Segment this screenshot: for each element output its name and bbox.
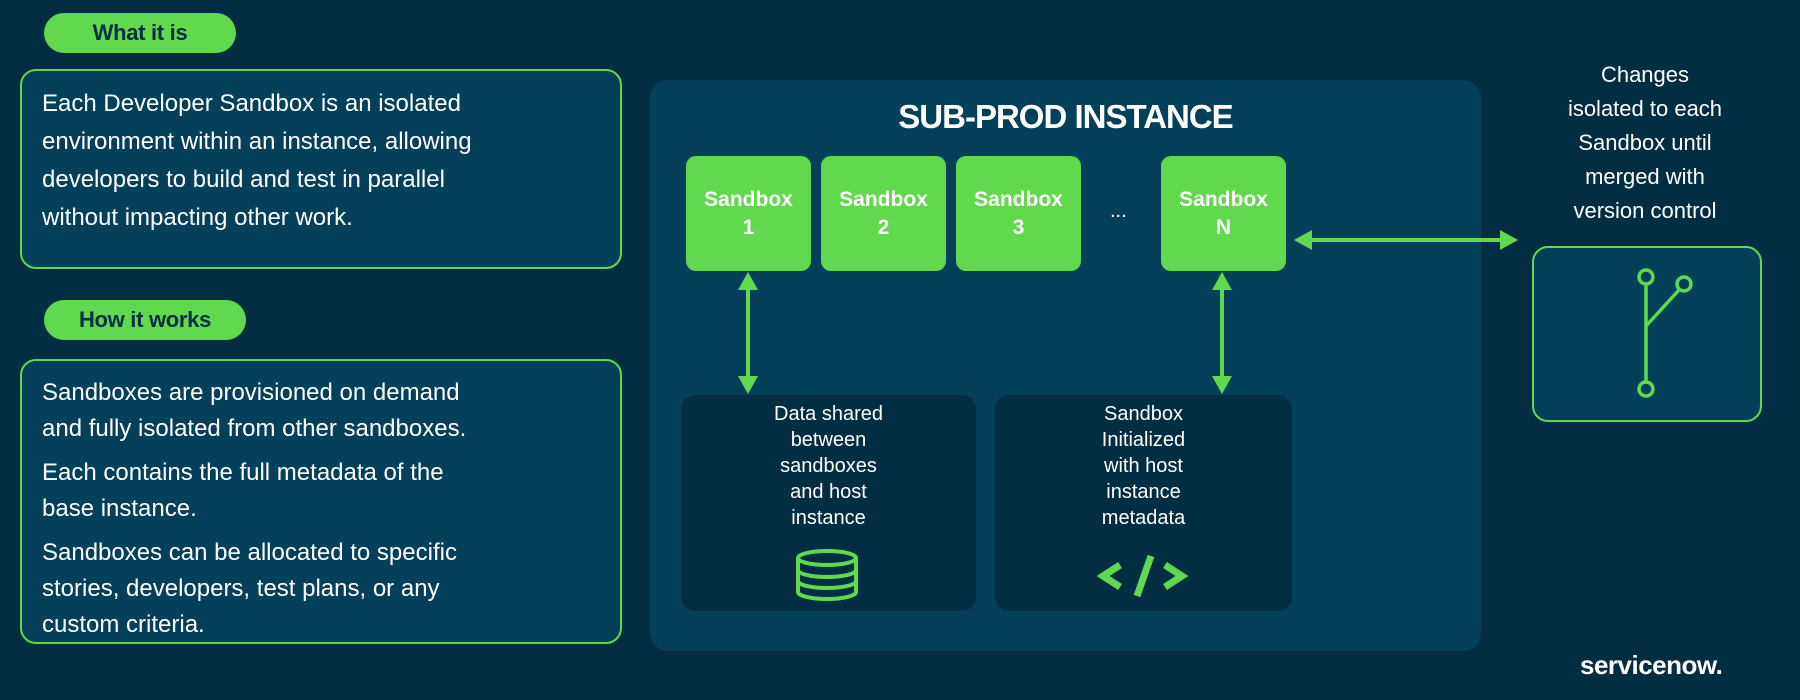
initialized-line-2: Initialized (1101, 429, 1186, 451)
data-shared-line-3: sandboxes (780, 455, 877, 477)
code-icon (1096, 554, 1189, 598)
what-it-is-label: What it is (44, 13, 236, 53)
data-shared-line-4: and host (790, 481, 867, 503)
what-it-is-box: Each Developer Sandbox is an isolated en… (20, 69, 622, 269)
data-shared-line-1: Data shared (774, 403, 883, 425)
note-line-1: Changes (1600, 62, 1690, 87)
arrow-sandboxn-initialized (1212, 272, 1232, 394)
sandbox-1: Sandbox 1 (686, 156, 811, 271)
how-point-2: Each contains the full metadata of the b… (42, 459, 444, 522)
note-line-4: merged with (1585, 164, 1705, 189)
sandbox-2-number: 2 (877, 215, 890, 239)
note-line-2: isolated to each (1567, 96, 1723, 121)
how-it-works-label: How it works (44, 300, 246, 340)
note-line-5: version control (1573, 198, 1717, 223)
sub-prod-instance-title: SUB-PROD INSTANCE (898, 98, 1233, 135)
initialized-line-1: Sandbox (1104, 403, 1183, 425)
sandbox-3-number: 3 (1012, 215, 1025, 239)
initialized-line-3: with host (1104, 455, 1183, 477)
version-control-note: Changes isolated to each Sandbox until m… (1530, 58, 1760, 228)
sandbox-2-label: Sandbox (839, 187, 928, 211)
how-point-3: Sandboxes can be allocated to specific s… (42, 539, 457, 638)
git-branch-icon (1637, 268, 1693, 398)
data-shared-line-2: between (790, 429, 867, 451)
servicenow-logo: servicenow. (1580, 650, 1723, 680)
initialized-line-4: instance (1106, 481, 1181, 503)
how-point-1: Sandboxes are provisioned on demand and … (42, 379, 467, 442)
arrow-sandbox1-data (738, 272, 758, 394)
what-it-is-text: Each Developer Sandbox is an isolated en… (42, 90, 472, 231)
data-shared-line-5: instance (791, 507, 866, 529)
sandbox-n-label: Sandbox (1179, 187, 1268, 211)
arrow-sandboxn-version-control (1294, 230, 1518, 250)
sandbox-3-label: Sandbox (974, 187, 1063, 211)
how-it-works-box: Sandboxes are provisioned on demand and … (20, 359, 622, 644)
sandbox-ellipsis: ... (1110, 200, 1127, 222)
database-icon (796, 549, 858, 601)
sandbox-2: Sandbox 2 (821, 156, 946, 271)
sandbox-n-number: N (1215, 215, 1232, 239)
initialized-line-5: metadata (1101, 507, 1186, 529)
sandbox-1-number: 1 (742, 215, 755, 239)
sandbox-3: Sandbox 3 (956, 156, 1081, 271)
sandbox-n: Sandbox N (1161, 156, 1286, 271)
sandbox-1-label: Sandbox (704, 187, 793, 211)
note-line-3: Sandbox until (1578, 130, 1712, 155)
